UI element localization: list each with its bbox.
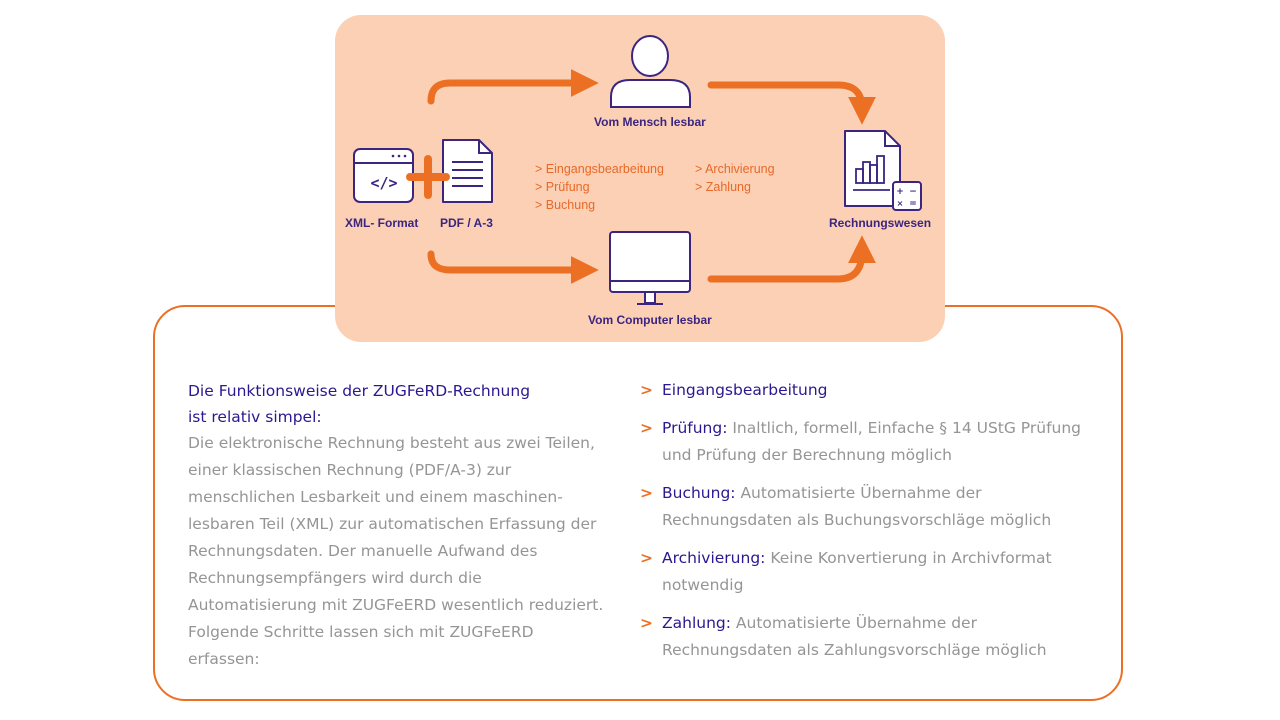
diagram-steps-col2: > Archivierung > Zahlung — [695, 160, 775, 196]
human-readable-label: Vom Mensch lesbar — [594, 115, 706, 129]
arrow-computer-to-target — [707, 235, 876, 283]
step-term: Zahlung: — [662, 614, 731, 632]
svg-text:</>: </> — [370, 174, 397, 192]
accounting-label: Rechnungswesen — [829, 216, 932, 230]
report-calculator-icon: + − × = — [844, 130, 922, 211]
list-item: > Zahlung: Automatisierte Übernahme der … — [640, 610, 1110, 664]
diagram-step: > Archivierung — [695, 162, 775, 176]
person-icon — [610, 35, 691, 108]
xml-format-label: XML- Format — [345, 216, 419, 230]
svg-text:×: × — [897, 199, 904, 208]
pdf-a3-label: PDF / A-3 — [440, 216, 493, 230]
chevron-right-icon: > — [640, 381, 653, 399]
step-desc: Automatisierte Übernahme der Rechnungsda… — [662, 484, 1052, 529]
diagram-step: > Prüfung — [535, 180, 590, 194]
step-term: Eingangsbearbeitung — [662, 381, 828, 399]
intro-title-line1: Die Funktionsweise der ZUGFeRD-Rechnung — [188, 382, 531, 400]
computer-readable-label: Vom Computer lesbar — [588, 313, 712, 327]
diagram-step: > Zahlung — [695, 180, 751, 194]
list-item: > Archivierung: Keine Konvertierung in A… — [640, 545, 1110, 599]
diagram-steps-col1: > Eingangsbearbeitung > Prüfung > Buchun… — [535, 160, 664, 214]
step-term: Prüfung: — [662, 419, 728, 437]
monitor-icon — [609, 231, 691, 305]
arrow-to-computer — [427, 250, 599, 284]
plus-icon — [406, 155, 450, 199]
info-box — [153, 305, 1123, 701]
step-term: Archivierung: — [662, 549, 766, 567]
step-desc: Inaltlich, formell, Einfache § 14 UStG P… — [662, 419, 1082, 464]
list-item: > Prüfung: Inaltlich, formell, Einfache … — [640, 415, 1110, 469]
arrow-to-human — [427, 69, 599, 105]
step-term: Buchung: — [662, 484, 736, 502]
code-window-icon: </> — [353, 148, 414, 203]
document-icon — [442, 139, 493, 203]
chevron-right-icon: > — [640, 614, 653, 632]
intro-title-line2: ist relativ simpel: — [188, 408, 322, 426]
step-desc: Keine Konvertierung in Archivformat notw… — [662, 549, 1052, 594]
svg-text:=: = — [909, 199, 917, 209]
chevron-right-icon: > — [640, 549, 653, 567]
list-item: > Eingangsbearbeitung — [640, 377, 1110, 404]
chevron-right-icon: > — [640, 484, 653, 502]
intro-body: Die elektronische Rechnung besteht aus z… — [188, 434, 604, 668]
diagram-step: > Buchung — [535, 198, 596, 212]
intro-section: Die Funktionsweise der ZUGFeRD-Rechnung … — [188, 378, 608, 673]
svg-text:−: − — [909, 187, 917, 197]
steps-list: > Eingangsbearbeitung > Prüfung: Inaltli… — [640, 377, 1110, 675]
step-desc: Automatisierte Übernahme der Rechnungsda… — [662, 614, 1047, 659]
chevron-right-icon: > — [640, 419, 653, 437]
list-item: > Buchung: Automatisierte Übernahme der … — [640, 480, 1110, 534]
svg-text:+: + — [896, 187, 904, 197]
arrow-human-to-target — [707, 81, 876, 125]
diagram-step: > Eingangsbearbeitung — [535, 162, 664, 176]
